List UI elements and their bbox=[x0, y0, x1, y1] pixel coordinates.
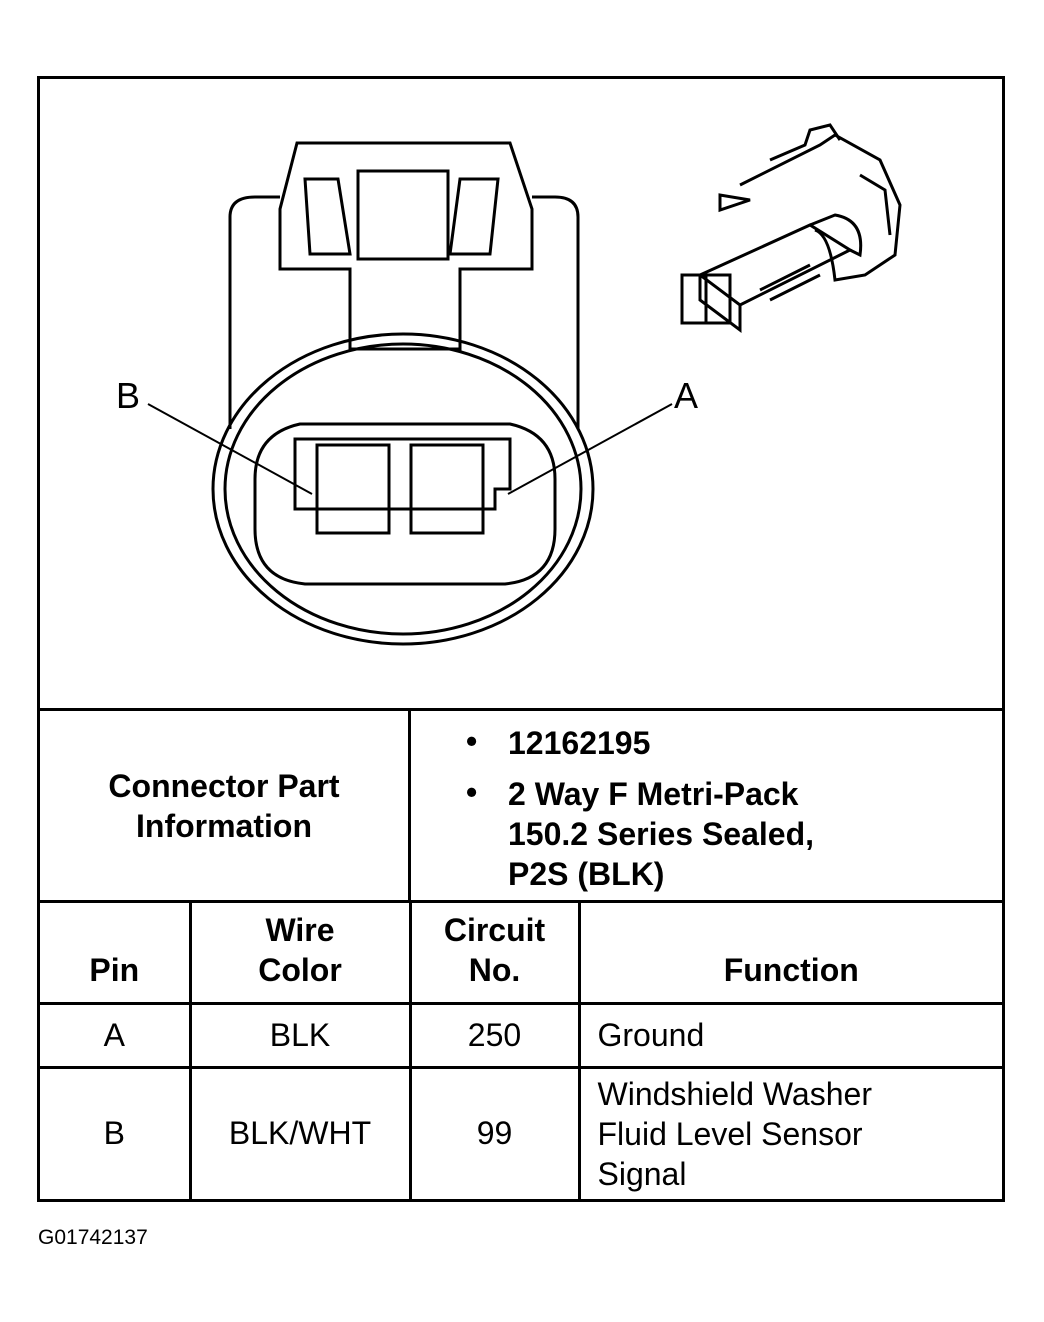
pin-b-label: B bbox=[116, 375, 141, 416]
circuit-cell: 99 bbox=[408, 1065, 581, 1199]
circuit-cell: 250 bbox=[408, 1001, 581, 1069]
wire-color-cell: BLK bbox=[188, 1001, 412, 1069]
pin-b-leader bbox=[147, 403, 313, 495]
table-row: B BLK/WHT 99 Windshield Washer Fluid Lev… bbox=[40, 1065, 1002, 1199]
wire-color-cell: BLK/WHT bbox=[188, 1065, 412, 1199]
figure-id: G01742137 bbox=[38, 1226, 148, 1249]
part-number: 12162195 bbox=[508, 725, 651, 761]
header-function: Function bbox=[577, 903, 1002, 1005]
pin-a-leader bbox=[507, 403, 673, 495]
table-row: A BLK 250 Ground bbox=[40, 1001, 1002, 1069]
bullet-dot: • bbox=[466, 774, 478, 810]
connector-info-row: Connector Part Information • 12162195 • … bbox=[40, 708, 1002, 903]
pin-table: Pin Wire Color Circuit No. Function A BL… bbox=[40, 903, 1002, 1199]
header-wire-color: Wire Color bbox=[188, 903, 412, 1005]
connector-info-details: • 12162195 • 2 Way F Metri-Pack 150.2 Se… bbox=[411, 711, 1002, 900]
connector-drawing: B A bbox=[40, 79, 1002, 709]
function-cell: Windshield Washer Fluid Level Sensor Sig… bbox=[577, 1065, 1002, 1199]
pin-cell: A bbox=[40, 1001, 192, 1069]
bullet-dot: • bbox=[466, 723, 478, 759]
pin-table-header: Pin Wire Color Circuit No. Function bbox=[40, 903, 1002, 1005]
connector-3d-illustration bbox=[680, 123, 902, 333]
connector-description: 2 Way F Metri-Pack 150.2 Series Sealed, … bbox=[508, 776, 814, 892]
header-circuit-no: Circuit No. bbox=[408, 903, 581, 1005]
function-cell: Ground bbox=[577, 1001, 1002, 1069]
pin-a-label: A bbox=[674, 375, 699, 416]
diagram-frame: B A Connector Part Information • 1216219… bbox=[37, 76, 1005, 1202]
connector-info-label: Connector Part Information bbox=[108, 767, 340, 844]
connector-info-heading: Connector Part Information bbox=[40, 711, 411, 900]
connector-face-illustration bbox=[147, 141, 673, 646]
pin-cell: B bbox=[40, 1065, 192, 1199]
header-pin: Pin bbox=[40, 903, 192, 1005]
